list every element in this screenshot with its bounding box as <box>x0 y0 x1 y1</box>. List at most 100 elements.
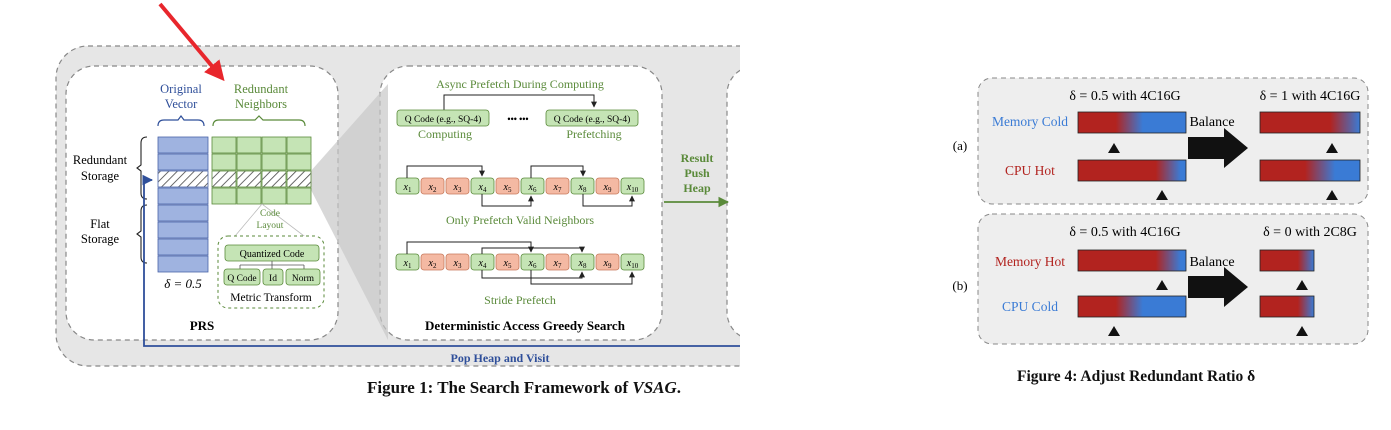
async-arrow <box>443 94 597 110</box>
q-code-prefetching-box <box>545 109 639 127</box>
panel-a-balance-label: Balance <box>1189 115 1234 130</box>
panel-a-memory-marker <box>1108 143 1120 153</box>
node-label: x7 <box>553 182 562 194</box>
id-label: Id <box>269 274 277 284</box>
code-layout-line1: Code <box>260 209 280 219</box>
panel-a-cpu-marker <box>1156 190 1168 200</box>
panel-b-cpu-marker-after <box>1296 326 1308 336</box>
node-box <box>620 253 645 271</box>
code-layout-line2: Layout <box>257 221 284 231</box>
node-box <box>545 177 570 195</box>
async-prefetch-label: Async Prefetch During Computing <box>436 77 604 91</box>
node-box <box>520 177 545 195</box>
panel-b-memory-marker <box>1156 280 1168 290</box>
panel-b-cpu-marker <box>1108 326 1120 336</box>
node-label: x4 <box>478 258 487 270</box>
node-label: x7 <box>553 258 562 270</box>
flat-storage-line2: Storage <box>81 232 120 246</box>
panel-a-balance-arrow <box>1188 128 1248 168</box>
norm-label: Norm <box>292 274 315 284</box>
node-label: x2 <box>428 182 437 194</box>
redundant-neighbors-line1: Redundant <box>234 82 289 96</box>
delta-label: δ = 0.5 <box>164 276 202 291</box>
quantized-code-label: Quantized Code <box>240 249 305 260</box>
panel-b-memory-hot: Memory Hot <box>995 254 1065 269</box>
node-label: x3 <box>453 182 462 194</box>
norm-box <box>285 268 321 286</box>
panel-a-cpu-bar-after <box>1259 159 1361 182</box>
search-title: Deterministic Access Greedy Search <box>425 318 626 333</box>
heap-label: Heap <box>683 181 711 195</box>
figure-4-redundant-ratio: (a) δ = 0.5 with 4C16G δ = 1 with 4C16G … <box>952 77 1369 345</box>
node-box <box>520 253 545 271</box>
panel-b-balance-arrow <box>1188 267 1248 307</box>
stride-prefetch-label: Stride Prefetch <box>484 293 556 307</box>
panel-a-memory-bar <box>1077 111 1187 134</box>
panel-b-cpu-cold: CPU Cold <box>1002 299 1058 314</box>
figure-1-search-framework: Original Vector Redundant Neighbors Re <box>55 2 740 367</box>
panel-a-cpu-bar <box>1077 159 1187 182</box>
panel-a-memory-cold: Memory Cold <box>992 114 1068 129</box>
node-box <box>445 253 470 271</box>
row2-arrow-top-b <box>481 246 585 254</box>
node-box <box>595 177 620 195</box>
row1-arrow-top-b <box>530 165 586 178</box>
original-vector-line2: Vector <box>165 97 198 111</box>
node-label: x2 <box>428 258 437 270</box>
figure-1-caption: Figure 1: The Search Framework of VSAG. <box>367 378 681 398</box>
panel-b-memory-bar-after <box>1259 249 1315 272</box>
node-label: x6 <box>528 182 537 194</box>
original-vector-line1: Original <box>160 82 202 96</box>
original-vector-column <box>157 136 209 273</box>
figure-4-caption: Figure 4: Adjust Redundant Ratio δ <box>1017 368 1256 385</box>
row1-arrow-top-a <box>406 165 485 178</box>
node-label: x6 <box>528 258 537 270</box>
node-box <box>620 177 645 195</box>
pop-heap-label: Pop Heap and Visit <box>450 351 549 365</box>
q-code-prefetching-label: Q Code (e.g., SQ-4) <box>554 114 631 125</box>
caption-1-suffix: . <box>676 378 682 397</box>
caption-1-prefix: Figure 1: The Search Framework of <box>367 378 633 397</box>
panel-a-cpu-hot: CPU Hot <box>1005 163 1055 178</box>
panel-a-memory-marker-after <box>1326 143 1338 153</box>
only-prefetch-label: Only Prefetch Valid Neighbors <box>446 213 594 227</box>
node-label: x9 <box>603 258 612 270</box>
panel-b-memory-bar <box>1077 249 1187 272</box>
flat-storage-line1: Flat <box>90 217 110 231</box>
pop-heap-line <box>142 174 740 347</box>
node-label: x1 <box>403 258 412 270</box>
row1-arrow-bottom <box>481 194 534 207</box>
panel-b-balance-label: Balance <box>1189 255 1234 270</box>
panel-a-left-title: δ = 0.5 with 4C16G <box>1069 89 1180 104</box>
node-box <box>420 177 445 195</box>
prefetching-label: Prefetching <box>566 127 621 141</box>
next-panel <box>726 69 740 337</box>
panel-b-label: (b) <box>952 278 967 293</box>
q-code-computing-box <box>396 109 490 127</box>
node-box <box>495 177 520 195</box>
row2-arrow-bottom <box>530 270 635 285</box>
panel-a-right-title: δ = 1 with 4C16G <box>1260 89 1361 104</box>
ellipsis: ••• ••• <box>507 114 528 124</box>
redundant-neighbors-grid <box>211 136 312 205</box>
node-box <box>545 253 570 271</box>
brace-original <box>157 115 205 127</box>
panel-b-cpu-bar <box>1077 295 1187 318</box>
prs-title: PRS <box>190 318 215 333</box>
row2-arrow-top-a <box>406 241 534 254</box>
q-code-label: Q Code <box>227 274 256 284</box>
redundant-storage-line1: Redundant <box>73 153 128 167</box>
node-box <box>595 253 620 271</box>
q-code-box <box>223 268 261 286</box>
node-label: x4 <box>478 182 487 194</box>
node-box <box>420 253 445 271</box>
node-box <box>570 253 595 271</box>
panel-b-right-title: δ = 0 with 2C8G <box>1263 225 1357 240</box>
panel-a-label: (a) <box>953 138 967 153</box>
node-label: x3 <box>453 258 462 270</box>
panel-b-memory-marker-after <box>1296 280 1308 290</box>
panel-b-left-title: δ = 0.5 with 4C16G <box>1069 225 1180 240</box>
node-label: x5 <box>503 182 512 194</box>
node-box <box>495 253 520 271</box>
push-label: Push <box>684 166 710 180</box>
